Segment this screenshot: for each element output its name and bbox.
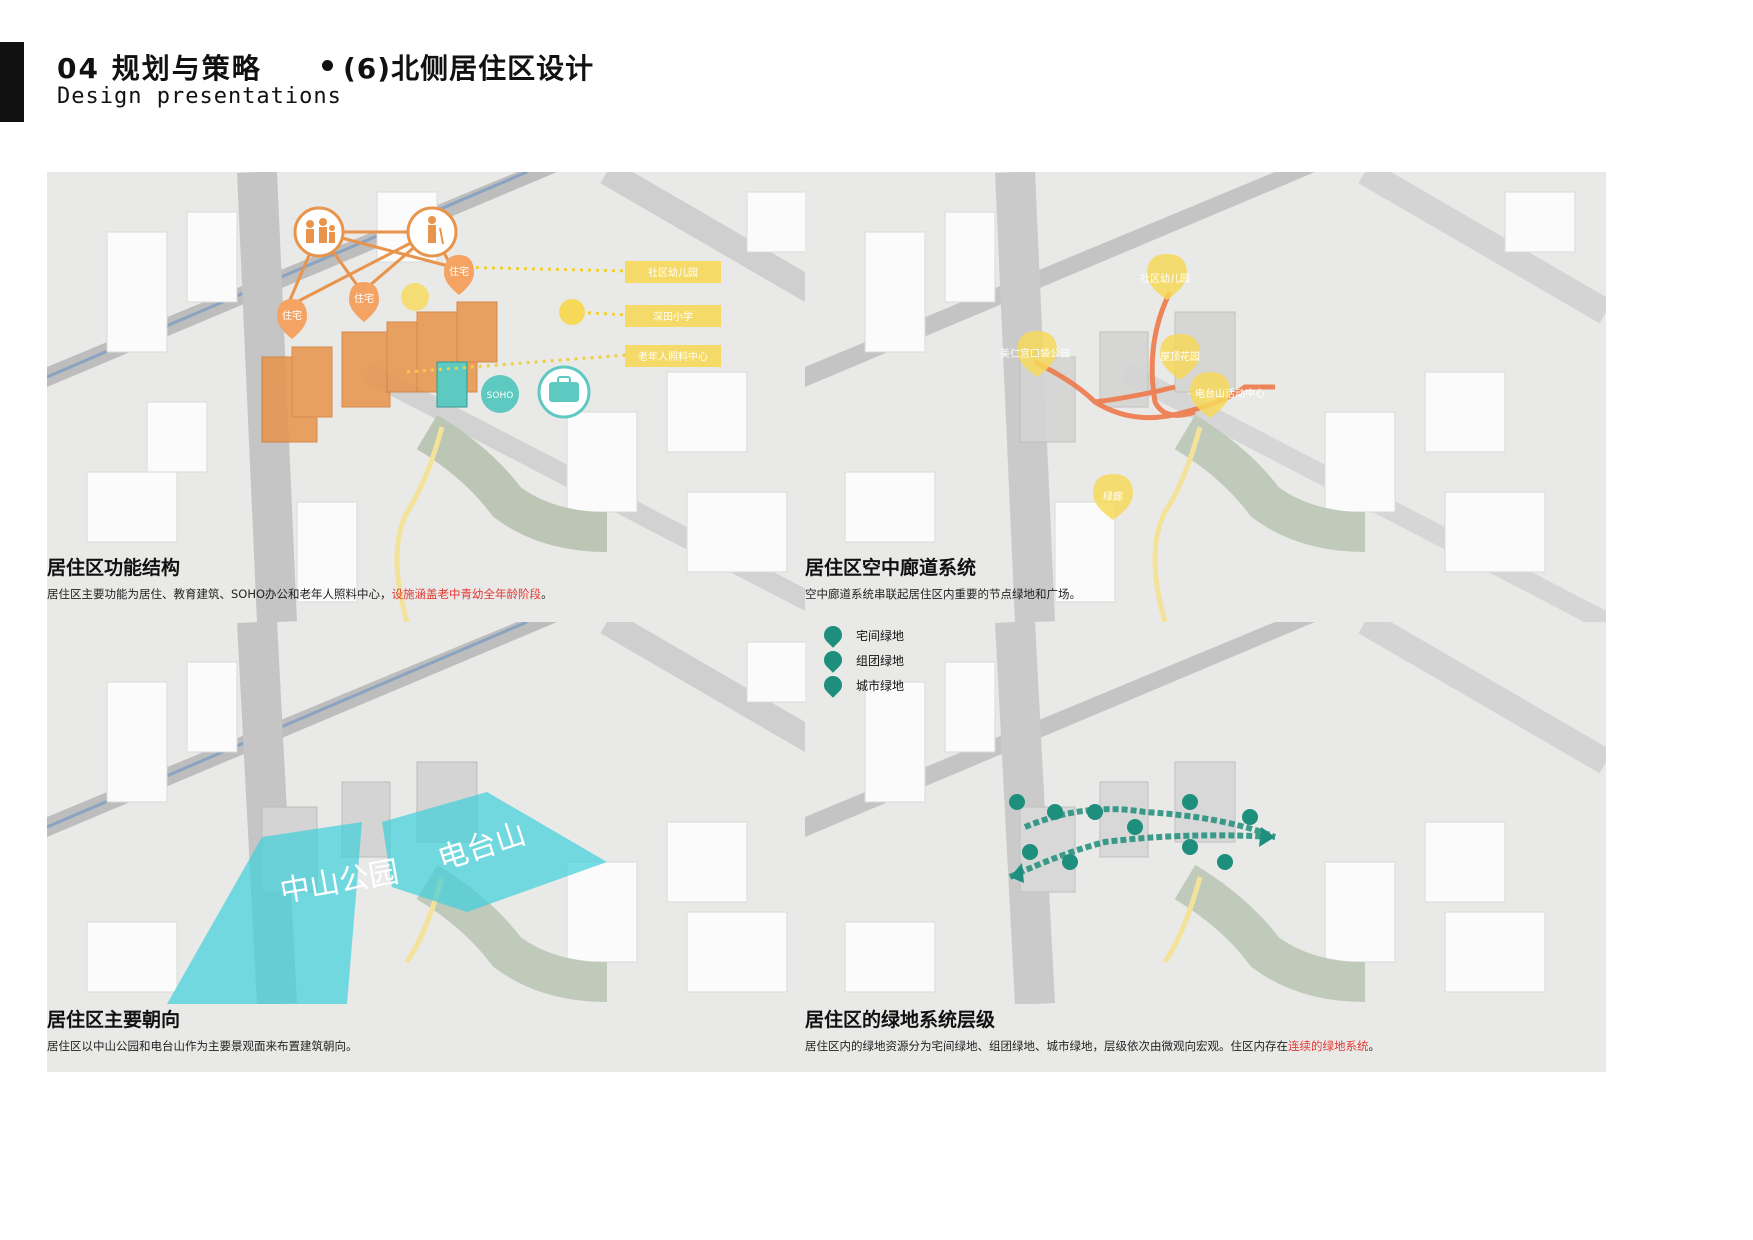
- housing-label-2: 住宅: [354, 292, 374, 305]
- function-structure-map: 住宅 住宅 住宅 社区幼儿园 深田小学 老年人照料中心 SOHO: [47, 172, 848, 622]
- panel-4-title: 居住区的绿地系统层级: [805, 1009, 996, 1031]
- orientation-map: 中山公园 电台山: [47, 622, 848, 1004]
- briefcase-icon: [549, 382, 579, 402]
- section-title-text: (6)北侧居住区设计: [343, 52, 595, 85]
- activity-center-label: 电台山活动中心: [1195, 387, 1265, 400]
- legend-item-2: 组团绿地: [820, 647, 905, 673]
- panel-4-caption-highlight: 连续的绿地系统: [1288, 1039, 1369, 1053]
- soho-label: SOHO: [487, 391, 514, 401]
- panel-3-caption: 居住区以中山公园和电台山作为主要景观面来布置建筑朝向。: [47, 1039, 358, 1053]
- housing-label-3: 住宅: [449, 265, 469, 278]
- panel-3-title: 居住区主要朝向: [47, 1009, 181, 1031]
- bullet-icon: [322, 59, 333, 71]
- panel-4-caption: 居住区内的绿地资源分为宅间绿地、组团绿地、城市绿地，层级依次由微观向宏观。住区内…: [805, 1038, 1380, 1054]
- school-label: 深田小学: [653, 310, 693, 323]
- section-title: (6)北侧居住区设计: [322, 47, 594, 87]
- green-pin-icon: [820, 622, 846, 648]
- legend-item-1: 宅间绿地: [820, 622, 905, 648]
- panel-2-title: 居住区空中廊道系统: [805, 557, 977, 579]
- green-pin-icon: [820, 647, 846, 673]
- sky-corridor-map: 社区幼儿园 美仁宫口袋公园 屋顶花园 电台山活动中心 绿廊: [805, 172, 1606, 622]
- roof-garden-label: 屋顶花园: [1160, 350, 1200, 363]
- pocket-park-label: 美仁宫口袋公园: [1000, 347, 1070, 360]
- legend-label-2: 组团绿地: [856, 653, 905, 668]
- legend-item-3: 城市绿地: [820, 672, 905, 698]
- panel-2-caption: 空中廊道系统串联起居住区内重要的节点绿地和广场。: [805, 587, 1081, 601]
- green-pin-icon: [820, 672, 846, 698]
- green-system-map: [805, 622, 1606, 1004]
- kindergarten-label: 社区幼儿园: [648, 266, 698, 279]
- legend-label-1: 宅间绿地: [856, 628, 905, 643]
- housing-label-1: 住宅: [282, 309, 302, 322]
- panel-1-caption: 居住区主要功能为居住、教育建筑、SOHO办公和老年人照料中心，设施涵盖老中青幼全…: [47, 586, 553, 602]
- panel-1-caption-end: 。: [541, 587, 553, 601]
- panel-4-caption-end: 。: [1368, 1039, 1381, 1053]
- panel-1-caption-highlight: 设施涵盖老中青幼全年龄阶段: [391, 587, 542, 601]
- kindergarten-node-label: 社区幼儿园: [1140, 272, 1190, 285]
- panel-green-system: 宅间绿地 组团绿地 城市绿地: [805, 622, 1606, 1072]
- legend-label-3: 城市绿地: [856, 678, 905, 693]
- panel-4-caption-text: 居住区内的绿地资源分为宅间绿地、组团绿地、城市绿地，层级依次由微观向宏观。住区内…: [805, 1039, 1288, 1053]
- elderly-center-label: 老年人照料中心: [638, 350, 708, 363]
- green-corridor-label: 绿廊: [1103, 490, 1123, 503]
- panel-function-structure: 住宅 住宅 住宅 社区幼儿园 深田小学 老年人照料中心 SOHO: [47, 172, 848, 622]
- header-accent-bar: [0, 42, 24, 122]
- page-subtitle: Design presentations: [57, 84, 342, 109]
- panel-sky-corridor: 社区幼儿园 美仁宫口袋公园 屋顶花园 电台山活动中心 绿廊: [805, 172, 1606, 622]
- panel-orientation: 中山公园 电台山: [47, 622, 848, 1072]
- panel-1-title: 居住区功能结构: [47, 557, 181, 579]
- page-title: 04 规划与策略: [57, 52, 262, 85]
- panel-1-caption-text: 居住区主要功能为居住、教育建筑、SOHO办公和老年人照料中心，: [47, 587, 392, 601]
